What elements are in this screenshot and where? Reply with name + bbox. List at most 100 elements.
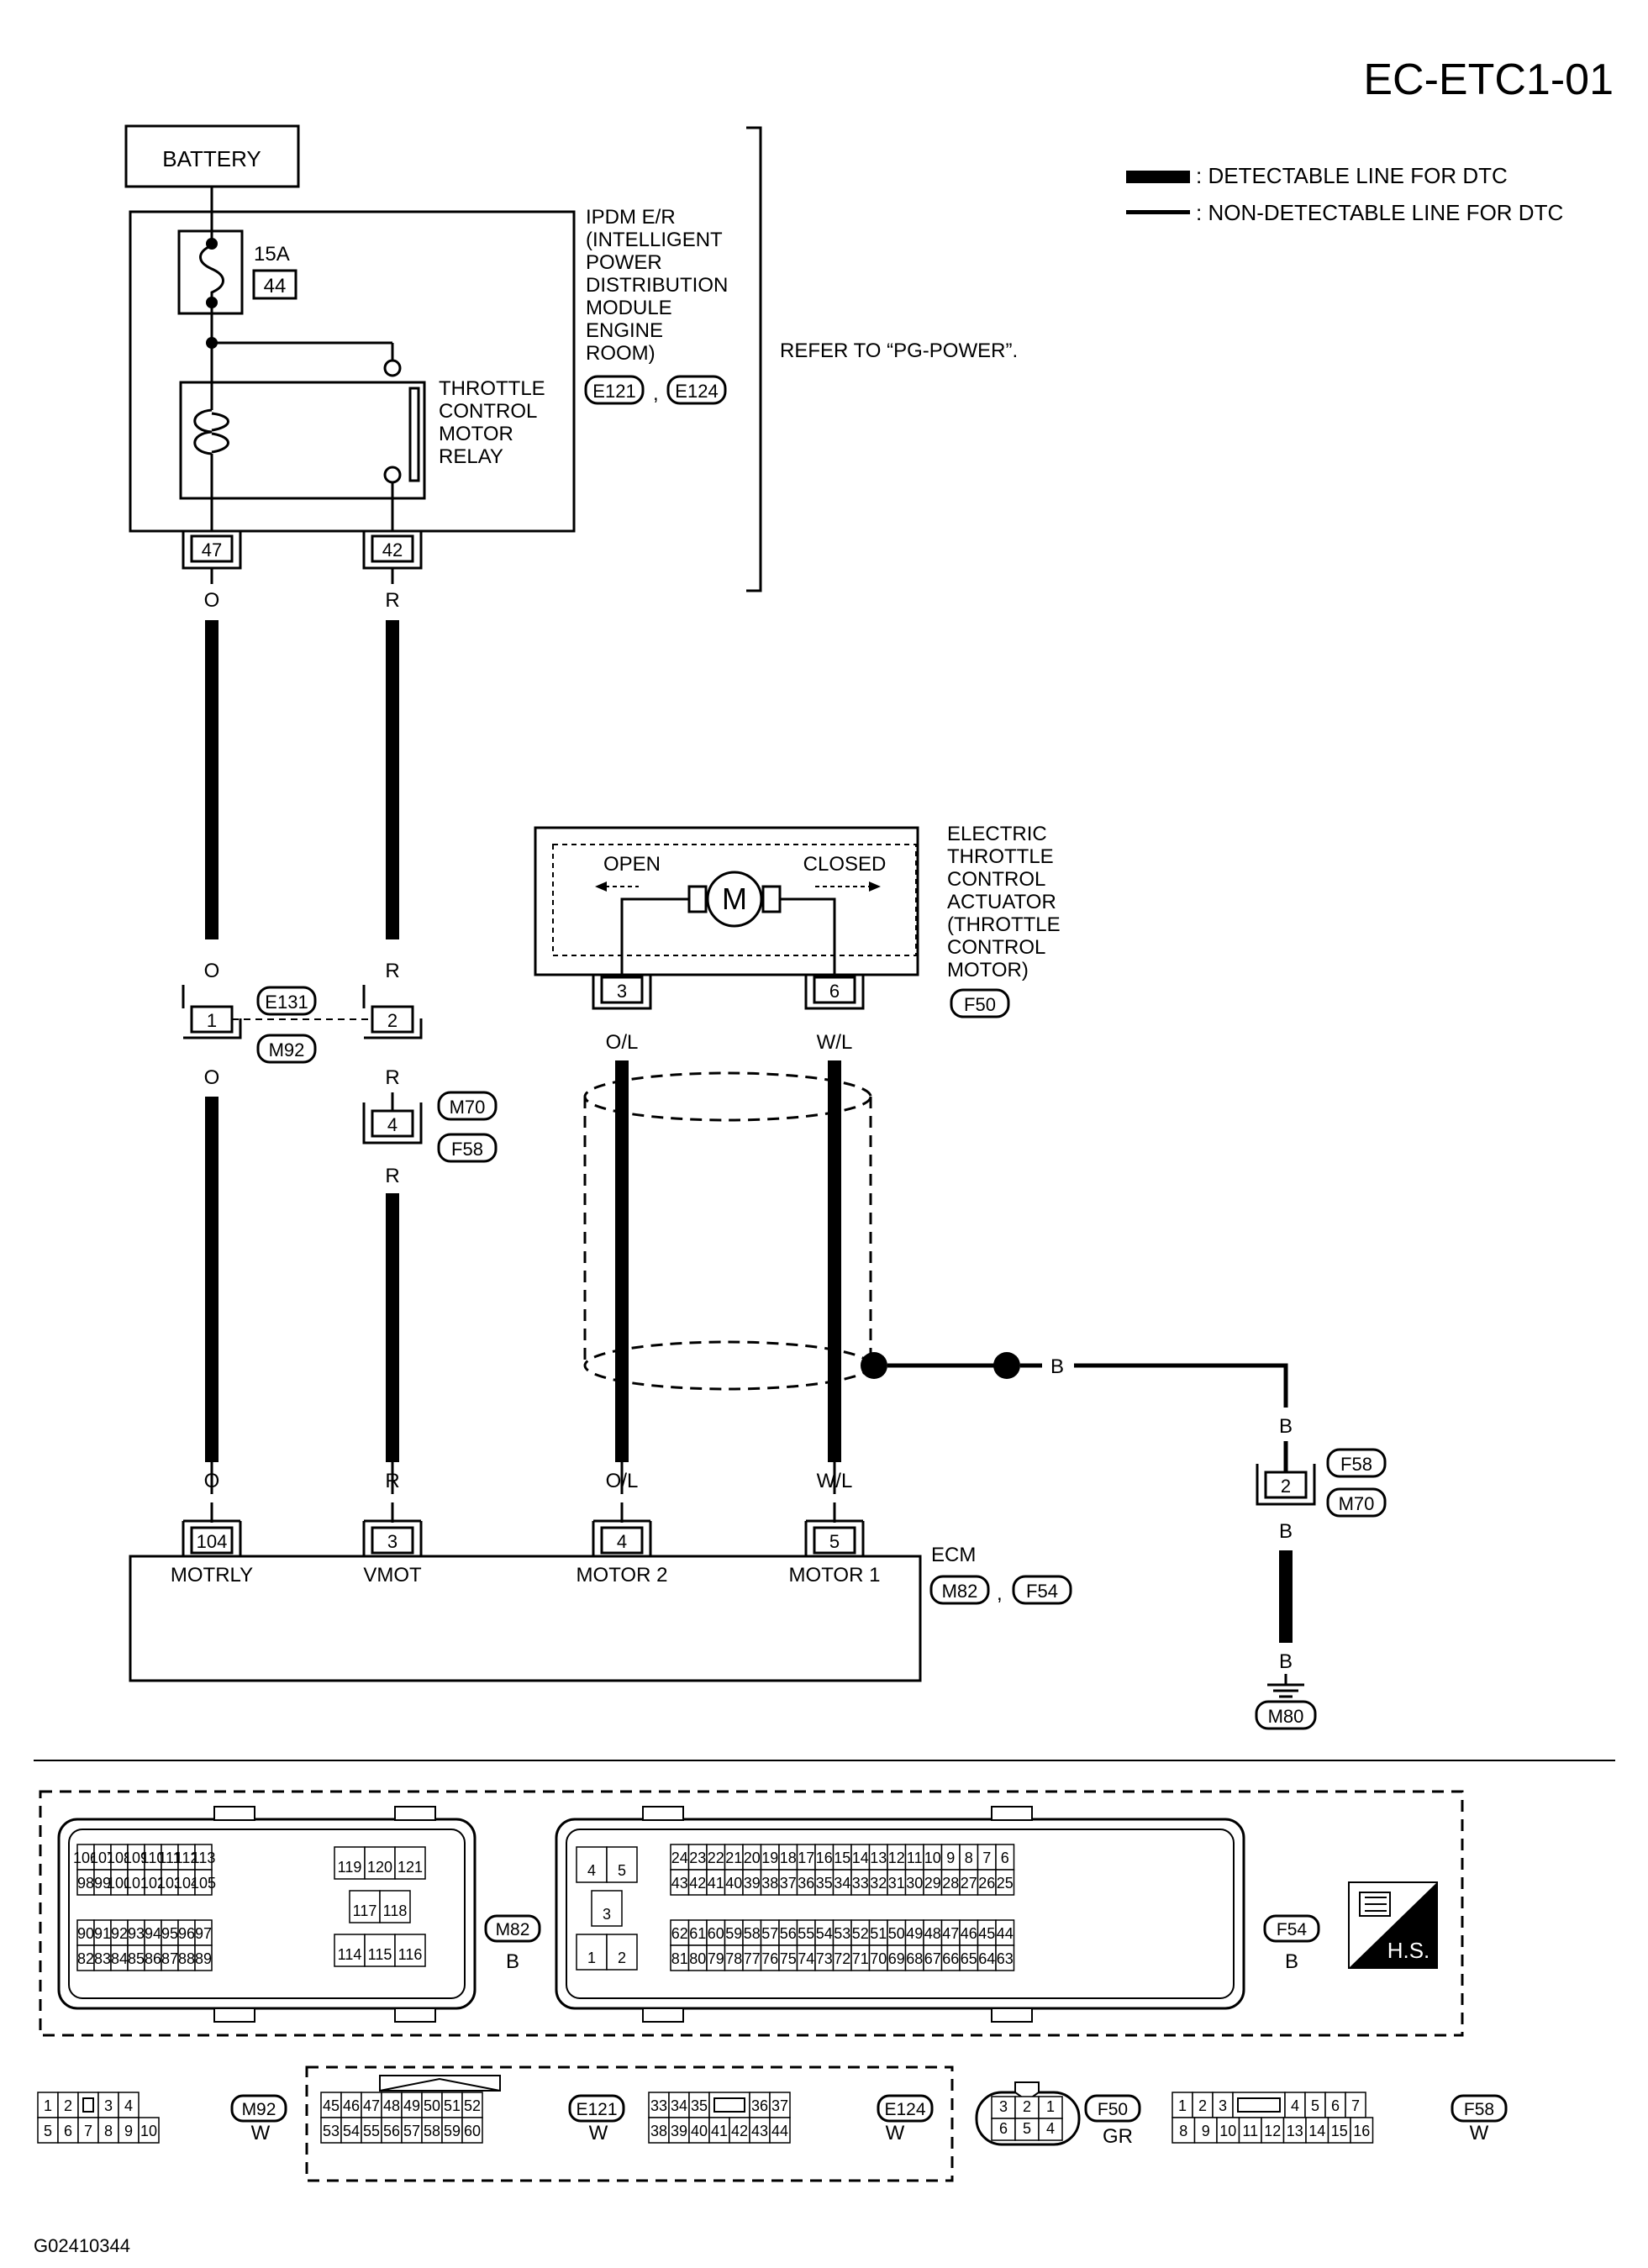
pin-cell: 1 [587, 1950, 596, 1966]
actuator-label-1: ELECTRIC [947, 823, 1047, 845]
pin-cell: 100 [107, 1875, 132, 1892]
connector-color-e121: W [589, 2122, 608, 2144]
svg-text:2: 2 [387, 1010, 398, 1031]
ipdm-bracket [746, 126, 762, 592]
connector-id-e124: E124 [884, 2100, 925, 2119]
pin-cell: 45 [323, 2097, 340, 2114]
pin-cell: 12 [888, 1850, 905, 1866]
pin-cell: 98 [77, 1875, 94, 1892]
ipdm-connector-badge-2 [666, 375, 727, 405]
pin-cell: 83 [94, 1950, 111, 1967]
pin-cell: 4 [1291, 2097, 1299, 2114]
pin-cell: 37 [780, 1875, 797, 1892]
pin-cell: 13 [870, 1850, 887, 1866]
pin-cell: 93 [128, 1925, 145, 1942]
wire-color-b-3: B [1279, 1520, 1293, 1543]
pin-cell: 15 [1331, 2123, 1348, 2139]
pin-cell: 8 [965, 1850, 973, 1866]
pin-cell: 57 [761, 1925, 778, 1942]
pin-cell: 74 [798, 1950, 814, 1967]
actuator-closed: CLOSED [803, 853, 887, 876]
wire-r-upper [386, 620, 399, 939]
ecm-pin-4: 4 [592, 1462, 652, 1556]
svg-text:4: 4 [387, 1114, 398, 1135]
page-code: EC-ETC1-01 [1363, 55, 1614, 104]
pin-cell: 55 [363, 2123, 380, 2139]
actuator-label-5: (THROTTLE [947, 913, 1061, 936]
pin-cell: 121 [398, 1859, 423, 1876]
wire-b-ground [1279, 1550, 1293, 1643]
pin-cell: 89 [195, 1950, 212, 1967]
wire-color-ol-1: O/L [606, 1031, 639, 1054]
pin-cell: 7 [1351, 2097, 1360, 2114]
pin-cell: 48 [383, 2097, 400, 2114]
pin-cell: 88 [178, 1950, 195, 1967]
hs-label: H.S. [1387, 1938, 1430, 1963]
shield-joint-dot [993, 1352, 1020, 1379]
ipdm-label-3: POWER [586, 251, 662, 274]
relay-switch [408, 387, 420, 482]
ipdm-connector-badge-1 [584, 375, 645, 405]
pin-cell: 5 [1311, 2097, 1319, 2114]
pin-cell: 6 [999, 2120, 1008, 2137]
actuator-label-3: CONTROL [947, 868, 1045, 891]
actuator-label-4: ACTUATOR [947, 891, 1056, 913]
motor-label: M [722, 881, 747, 916]
pin-cell: 2 [64, 2097, 72, 2114]
pin-cell: 72 [834, 1950, 850, 1967]
pin-cell: 62 [671, 1925, 688, 1942]
refer-note: REFER TO “PG-POWER”. [780, 339, 1018, 362]
svg-text:6: 6 [829, 981, 840, 1002]
svg-text:47: 47 [202, 539, 222, 560]
pin-cell: 34 [834, 1875, 850, 1892]
pin-cell: 70 [870, 1950, 887, 1967]
pin-cell: 97 [195, 1925, 212, 1942]
pin-cell: 113 [192, 1850, 216, 1866]
pin-cell: 78 [725, 1950, 742, 1967]
pin-cell: 47 [363, 2097, 380, 2114]
pin-cell: 41 [711, 2123, 728, 2139]
pin-cell: 90 [77, 1925, 94, 1942]
connector-id-m92: M92 [242, 2100, 276, 2119]
ecm-pin-104: 104 [182, 1462, 242, 1556]
pin-cell: 117 [353, 1902, 377, 1919]
pin-cell: 16 [1353, 2123, 1370, 2139]
pin-cell: 29 [924, 1875, 941, 1892]
fuse-rating: 15A [254, 243, 290, 266]
relay-contact-top [383, 359, 402, 377]
pin-cell: 12 [1264, 2123, 1281, 2139]
ipdm-pin-47: 47 [182, 531, 242, 570]
pin-cell: 53 [834, 1925, 850, 1942]
pin-cell: 68 [906, 1950, 923, 1967]
pin-cell: 95 [161, 1925, 178, 1942]
pin-cell: 40 [725, 1875, 742, 1892]
pin-cell: 63 [997, 1950, 1014, 1967]
pin-cell: 50 [424, 2097, 440, 2114]
pin-cell: 6 [1001, 1850, 1009, 1866]
pin-cell: 44 [771, 2123, 788, 2139]
ecm-box [129, 1555, 922, 1682]
pin-cell: 82 [77, 1950, 94, 1967]
connector-color-m82: B [506, 1950, 519, 1973]
pin-cell: 33 [852, 1875, 869, 1892]
pin-cell: 9 [946, 1850, 955, 1866]
pin-cell: 14 [1308, 2123, 1325, 2139]
joint2-conn-bottom: F58 [451, 1139, 483, 1160]
relay-label-1: THROTTLE [439, 377, 545, 400]
connector-color-f54: B [1285, 1950, 1298, 1973]
pin-cell: 8 [104, 2123, 113, 2139]
wire-color-o-3: O [204, 1066, 220, 1089]
wire-o-lower [205, 1097, 219, 1462]
connector-color-m92: W [251, 2122, 271, 2144]
ground-joint-conn-bottom: M70 [1339, 1493, 1375, 1514]
pin-cell: 108 [107, 1850, 132, 1866]
pin-cell: 111 [158, 1850, 181, 1866]
pin-cell: 107 [90, 1850, 115, 1866]
legend-thin-line [1126, 210, 1190, 214]
ipdm-label-2: (INTELLIGENT [586, 229, 723, 251]
pin-cell: 99 [94, 1875, 111, 1892]
pin-cell: 85 [128, 1950, 145, 1967]
pin-cell: 69 [888, 1950, 905, 1967]
